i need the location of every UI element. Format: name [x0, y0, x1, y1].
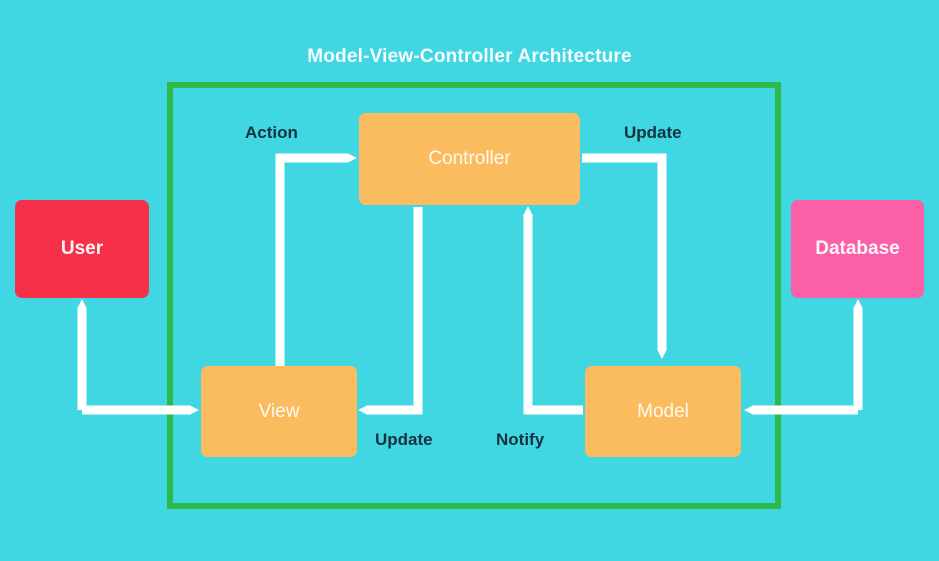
edge-label-notify: Notify: [496, 430, 545, 449]
edge-label-action: Action: [245, 123, 298, 142]
node-user[interactable]: User: [15, 200, 149, 298]
node-user-label: User: [60, 238, 104, 259]
node-controller[interactable]: Controller: [359, 113, 580, 205]
node-database-label: Database: [815, 238, 900, 259]
edge-notify: [523, 206, 583, 415]
edge-update-model: [582, 153, 667, 359]
node-view-label: View: [258, 400, 300, 422]
edge-action: [275, 153, 357, 368]
node-controller-label: Controller: [428, 148, 511, 169]
node-database[interactable]: Database: [791, 200, 924, 298]
system-boundary: [167, 82, 781, 509]
node-model-label: Model: [637, 400, 689, 422]
node-model[interactable]: Model: [585, 366, 741, 457]
node-view[interactable]: View: [201, 366, 357, 457]
edge-label-update-model: Update: [624, 123, 682, 142]
page-title: Model-View-Controller Architecture: [307, 46, 632, 67]
edge-label-update-view: Update: [375, 430, 433, 449]
edge-update-view: [358, 207, 423, 415]
